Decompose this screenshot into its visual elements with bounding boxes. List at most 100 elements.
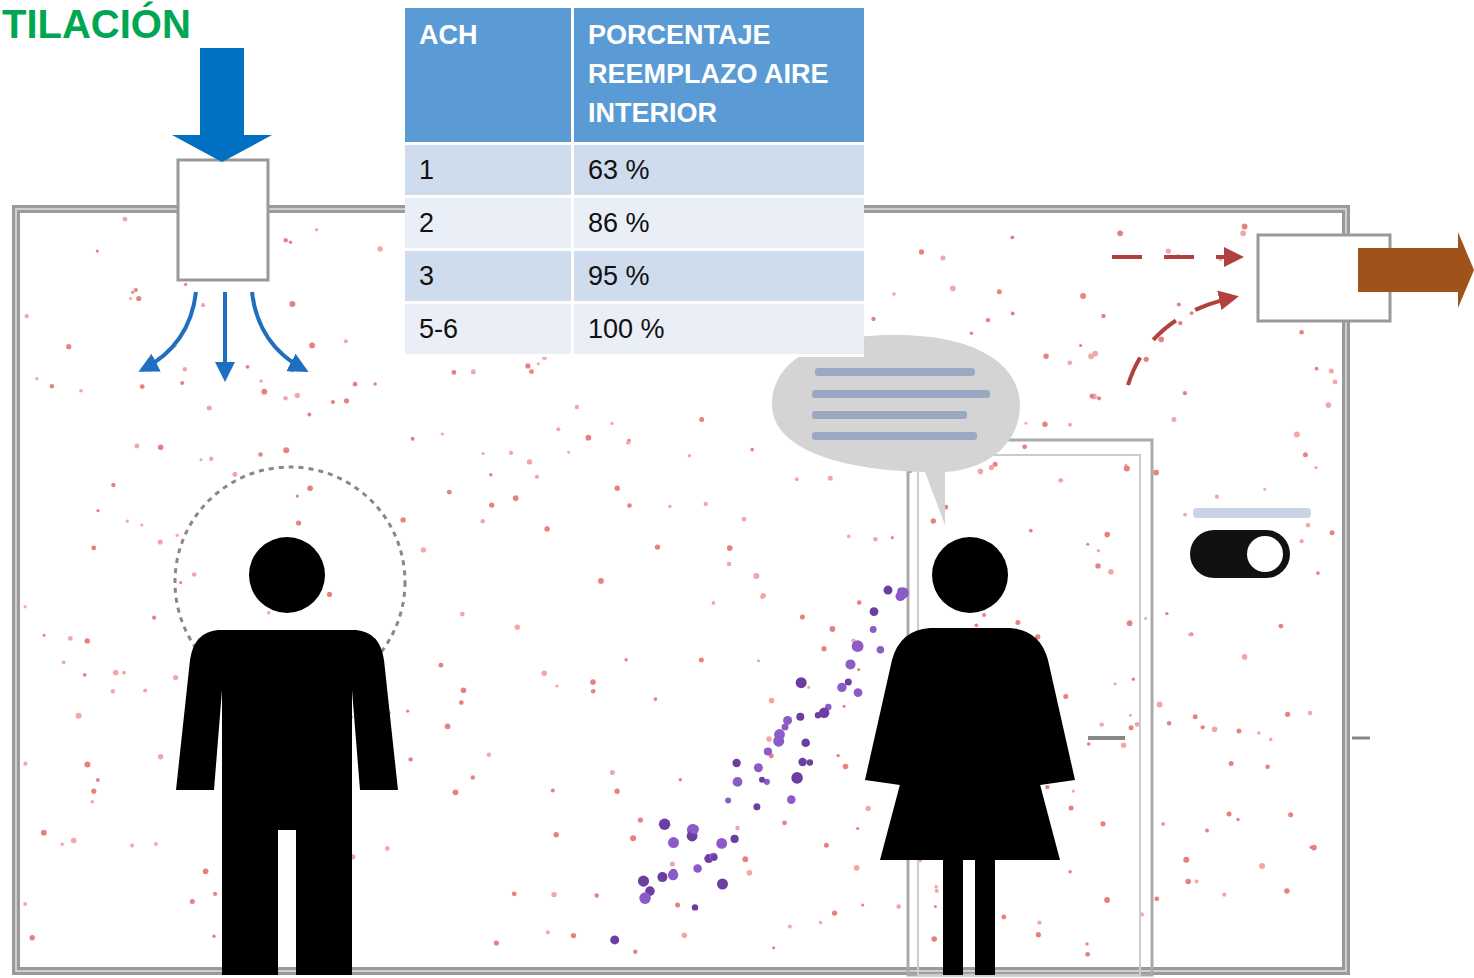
aerosol-dot (1315, 367, 1319, 371)
aerosol-dot (344, 398, 349, 403)
aerosol-dot (525, 363, 530, 368)
droplet (693, 864, 702, 873)
aerosol-dot (590, 679, 596, 685)
aerosol-dot (638, 818, 643, 823)
aerosol-dot (192, 572, 197, 577)
room-wall-inner (16, 209, 1346, 971)
aerosol-dot (856, 827, 859, 830)
aerosol-dot (866, 806, 871, 811)
aerosol-dot (1135, 722, 1140, 727)
aerosol-dot (1001, 915, 1006, 920)
aerosol-dot (1212, 726, 1218, 732)
aerosol-dot (373, 382, 377, 386)
aerosol-dot (71, 838, 77, 844)
droplet (668, 870, 678, 880)
aerosol-dot (90, 800, 94, 804)
aerosol-dot (489, 502, 494, 507)
aerosol-dot (62, 660, 66, 664)
aerosol-dot (173, 675, 178, 680)
aerosol-dot (819, 921, 823, 925)
aerosol-dot (1177, 302, 1181, 306)
aerosol-dot (1326, 402, 1332, 408)
aerosol-dot (586, 435, 592, 441)
aerosol-dot (1097, 549, 1100, 552)
aerosol-dot (1087, 742, 1091, 746)
droplet (796, 713, 804, 721)
aerosol-dot (1088, 353, 1094, 359)
table-cell: 100 % (574, 304, 864, 357)
aerosol-dot (766, 736, 772, 742)
aerosol-dot (1080, 293, 1086, 299)
airflow-arrow (223, 292, 227, 378)
aerosol-dot (122, 671, 126, 675)
aerosol-dot (1067, 360, 1072, 365)
aerosol-dot (1144, 357, 1149, 362)
aerosol-dot (1042, 422, 1047, 427)
aerosol-dot (232, 472, 237, 477)
aerosol-dot (541, 671, 547, 677)
droplet (717, 879, 728, 890)
table-header: ACH (419, 20, 478, 50)
aerosol-dot (130, 844, 134, 848)
aerosol-dot (209, 457, 213, 461)
aerosol-dot (556, 427, 560, 431)
aerosol-dot (509, 451, 513, 455)
aerosol-dot (61, 843, 64, 846)
table-value: 63 % (588, 155, 650, 185)
aerosol-dot (1063, 694, 1068, 699)
droplet (774, 729, 785, 740)
aerosol-dot (1085, 952, 1090, 957)
aerosol-dot (452, 370, 457, 375)
aerosol-dot (140, 523, 143, 526)
inlet-arrow (172, 48, 272, 162)
aerosol-dot (626, 440, 630, 444)
table-cell: 1 (405, 145, 574, 198)
switch-label-blur (1193, 508, 1311, 518)
man-figure (176, 537, 398, 975)
aerosol-dot (699, 658, 704, 663)
aerosol-dot (41, 830, 47, 836)
aerosol-dot (699, 417, 704, 422)
aerosol-dot (1166, 248, 1171, 253)
aerosol-dot (1236, 818, 1239, 821)
droplet (854, 644, 861, 651)
aerosol-dot (1114, 682, 1117, 685)
aerosol-dot (50, 384, 54, 388)
aerosol-dot (1183, 391, 1187, 395)
aerosol-dot (1284, 888, 1289, 893)
aerosol-dot (283, 447, 289, 453)
aerosol-dot (769, 698, 775, 704)
aerosol-dot (757, 659, 760, 662)
aerosol-dot (761, 593, 766, 598)
droplet (731, 835, 739, 843)
aerosol-dot (258, 452, 262, 456)
table-cell: 2 (405, 198, 574, 251)
aerosol-dot (158, 754, 163, 759)
aerosol-dot (1089, 394, 1094, 399)
aerosol-dot (154, 842, 158, 846)
aerosol-dot (1144, 617, 1147, 620)
aerosol-dot (892, 292, 896, 296)
aerosol-dot (873, 537, 878, 542)
aerosol-dot (978, 469, 984, 475)
aerosol-dot (527, 459, 532, 464)
aerosol-dot (610, 422, 613, 425)
aerosol-dot (788, 925, 792, 929)
aerosol-dot (1157, 701, 1163, 707)
aerosol-dot (35, 377, 38, 380)
aerosol-dot (1104, 897, 1110, 903)
droplet (870, 607, 879, 616)
droplet (657, 872, 667, 882)
aerosol-dot (871, 317, 875, 321)
droplet (668, 837, 679, 848)
aerosol-dot (136, 296, 141, 301)
aerosol-dot (1183, 857, 1189, 863)
aerosol-dot (935, 889, 939, 893)
table-value: 1 (419, 155, 434, 185)
aerosol-dot (441, 432, 444, 435)
aerosol-dot (940, 256, 945, 261)
droplet (732, 759, 740, 767)
aerosol-dot (23, 762, 27, 766)
aerosol-dot (824, 843, 829, 848)
aerosol-dot (23, 902, 27, 906)
